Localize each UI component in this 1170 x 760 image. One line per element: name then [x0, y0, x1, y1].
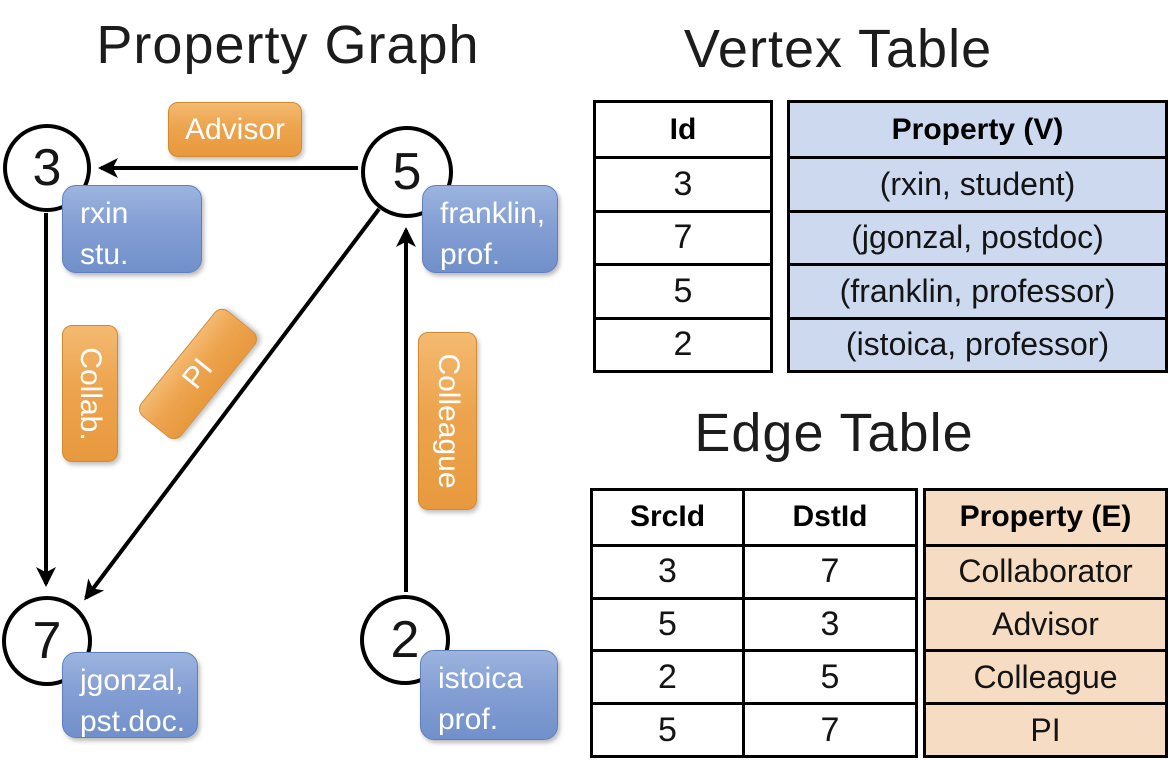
vertex-table-property-cell: (rxin, student)	[790, 156, 1165, 209]
node-3-id: 3	[32, 139, 62, 197]
vertex-property-box-2: istoica prof.	[420, 650, 558, 740]
vertex-table-id-cell: 5	[596, 263, 770, 316]
edge-table-id-columns: SrcId DstId 3 7 5 3 2 5 5 7	[590, 488, 918, 758]
graph-edges-canvas	[36, 158, 416, 601]
node-7-id: 7	[32, 612, 62, 670]
edge-pi-5-to-7	[84, 207, 381, 601]
edge-table-title: Edge Table	[694, 403, 974, 463]
edge-table-src-cell: 5	[593, 702, 742, 755]
vertex-table-id-cell: 7	[596, 209, 770, 263]
vertex-property-5-line1: franklin,	[440, 197, 546, 230]
edge-table-property-column: Property (E) Collaborator Advisor Collea…	[923, 488, 1168, 758]
vertex-table-property-cell: (jgonzal, postdoc)	[790, 209, 1165, 263]
edge-table-src-cell: 2	[593, 649, 742, 702]
edge-table-property-header: Property (E)	[959, 500, 1132, 534]
node-5-id: 5	[392, 143, 422, 201]
vertex-table-id-header: Id	[669, 112, 697, 146]
edge-table-property-cell: Collaborator	[926, 543, 1165, 597]
edge-table-dst-cell: 7	[742, 702, 915, 755]
vertex-table-property-column: Property (V) (rxin, student) (jgonzal, p…	[787, 100, 1168, 373]
edge-label-colleague: Colleague	[418, 332, 477, 510]
node-2-id: 2	[390, 611, 420, 669]
edge-table-property-cell: Colleague	[926, 649, 1165, 702]
edge-label-collab: Collab.	[62, 325, 118, 462]
node-5-circle: 5	[361, 126, 453, 218]
vertex-table-id-column: Id 3 7 5 2	[593, 100, 773, 373]
node-2-circle: 2	[360, 595, 450, 685]
vertex-property-5-line2: prof.	[440, 237, 501, 271]
vertex-table-title: Vertex Table	[683, 19, 993, 79]
vertex-property-3-line2: stu.	[80, 237, 129, 271]
vertex-table-id-cell: 3	[596, 156, 770, 209]
vertex-table-property-header: Property (V)	[891, 112, 1064, 146]
vertex-property-2-line1: istoica	[438, 662, 524, 695]
vertex-property-box-7: jgonzal, pst.doc.	[62, 652, 198, 738]
vertex-table-property-cell: (istoica, professor)	[790, 316, 1165, 370]
edge-label-advisor: Advisor	[168, 102, 302, 157]
edge-table-src-cell: 5	[593, 596, 742, 650]
edge-table-property-cell: Advisor	[926, 596, 1165, 650]
vertex-table-id-cell: 2	[596, 316, 770, 370]
vertex-property-box-5: franklin, prof.	[422, 185, 558, 273]
edge-label-collab-text: Collab.	[74, 346, 107, 441]
edge-table-dst-cell: 7	[742, 543, 915, 597]
vertex-property-box-3: rxin stu.	[62, 185, 202, 273]
edge-table-dst-cell: 3	[742, 596, 915, 650]
vertex-table-property-cell: (franklin, professor)	[790, 263, 1165, 316]
edge-table-src-cell: 3	[593, 543, 742, 597]
edge-label-advisor-text: Advisor	[184, 112, 286, 146]
vertex-property-7-line1: jgonzal,	[80, 664, 184, 697]
edge-table-dst-header: DstId	[742, 491, 915, 544]
edge-table-src-header: SrcId	[629, 500, 706, 534]
vertex-property-2-line2: prof.	[438, 702, 499, 736]
edge-table-dst-cell: 5	[742, 649, 915, 703]
edge-label-colleague-text: Colleague	[431, 353, 465, 489]
edge-label-pi-text: PI	[175, 352, 220, 396]
property-graph-title: Property Graph	[96, 15, 480, 75]
vertex-property-7-line2: pst.doc.	[80, 704, 186, 738]
edge-table-property-cell: PI	[926, 702, 1165, 755]
vertex-property-3-line1: rxin	[80, 197, 129, 230]
